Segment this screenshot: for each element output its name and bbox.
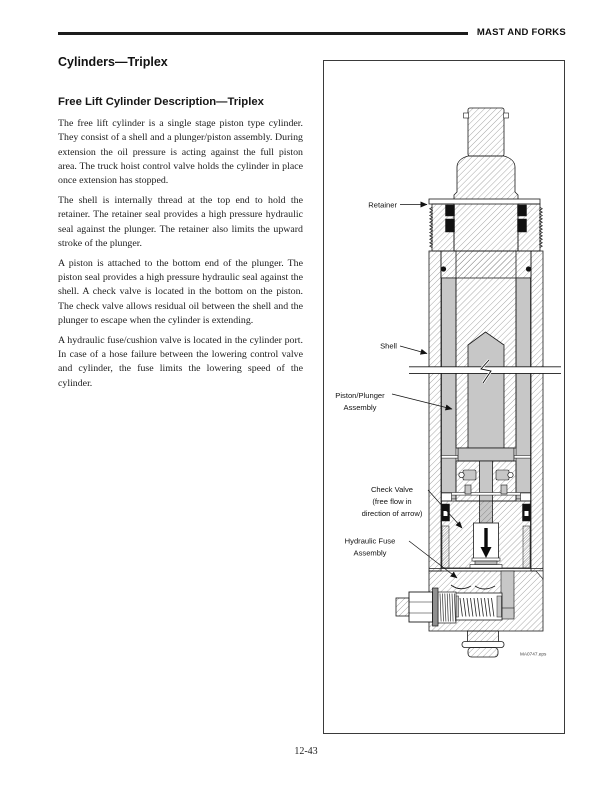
label-check-valve-line1: Check Valve [371, 485, 413, 494]
cylinder-diagram: Retainer Shell Piston/Plunger Assembly C… [335, 107, 561, 658]
retainer-section [428, 198, 543, 252]
port-fitting [395, 587, 457, 627]
label-piston-plunger-line2: Assembly [344, 403, 377, 412]
label-check-valve-line3: direction of arrow) [362, 509, 423, 518]
cylinder-cross-section [395, 107, 561, 658]
header-section-title: MAST AND FORKS [476, 27, 566, 38]
piston-rod-column [467, 331, 505, 449]
label-check-valve-line2: (free flow in [372, 497, 411, 506]
hydraulic-fuse [453, 592, 503, 621]
label-piston-plunger-line1: Piston/Plunger [335, 391, 385, 400]
bottom-stub [461, 630, 505, 658]
check-valve-leader-line [427, 489, 463, 529]
check-valve-section [441, 500, 531, 569]
label-hydraulic-fuse-line2: Assembly [354, 549, 387, 558]
page-number: 12-43 [294, 746, 318, 757]
body-text-column: The free lift cylinder is a single stage… [58, 117, 303, 396]
o-ring-right [525, 266, 532, 272]
label-retainer: Retainer [368, 201, 397, 210]
shell-leader-line [399, 345, 428, 355]
body-paragraph-1: The free lift cylinder is a single stage… [58, 118, 303, 187]
header-rule [58, 32, 468, 35]
piston-leader-line [391, 393, 453, 411]
body-paragraph-4: A hydraulic fuse/cushion valve is locate… [58, 334, 303, 389]
body-paragraph-3: A piston is attached to the bottom end o… [58, 257, 303, 326]
fuse-leader-line [408, 540, 458, 579]
chapter-heading: Cylinders—Triplex [58, 55, 168, 69]
figure-box: Retainer Shell Piston/Plunger Assembly C… [323, 60, 565, 734]
o-ring-left [440, 266, 447, 272]
plunger-rod [453, 107, 519, 252]
figure-file-caption: MA0747.eps [520, 652, 547, 657]
section-heading: Free Lift Cylinder Description—Triplex [58, 96, 264, 108]
shell-walls [428, 250, 544, 572]
leader-lines [391, 201, 463, 579]
label-shell: Shell [380, 342, 397, 351]
section-break [409, 359, 561, 384]
body-paragraph-2: The shell is internally thread at the to… [58, 194, 303, 249]
label-hydraulic-fuse-line1: Hydraulic Fuse [345, 537, 396, 546]
